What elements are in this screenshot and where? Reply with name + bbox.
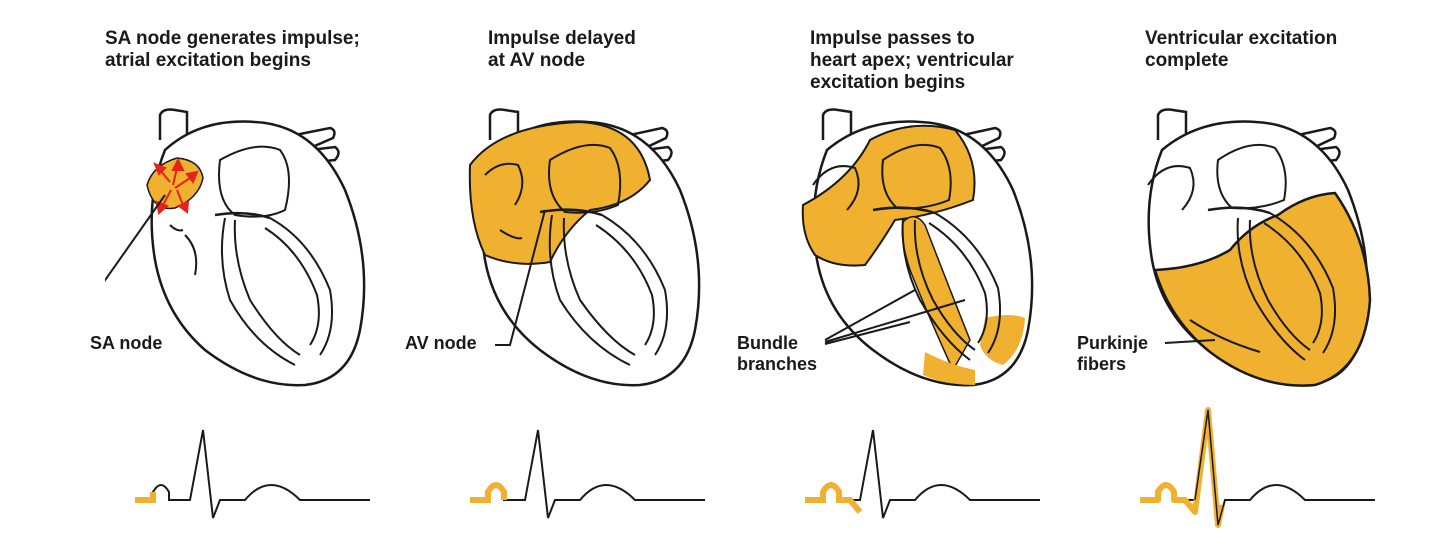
ecg-trace xyxy=(1140,407,1375,528)
excitation-region xyxy=(801,124,976,267)
heart-diagram xyxy=(1140,108,1375,528)
panel-caption: Impulse passes to heart apex; ventricula… xyxy=(810,28,1014,93)
panel-caption: SA node generates impulse; atrial excita… xyxy=(105,28,360,71)
structure-label: SA node xyxy=(90,333,163,353)
excitation-region xyxy=(923,352,975,385)
ecg-highlight xyxy=(470,482,507,503)
panel-caption: Ventricular excitation complete xyxy=(1145,28,1338,71)
heart-diagram xyxy=(801,108,1040,519)
heart-diagram xyxy=(105,108,370,519)
panel-sa-node: SA node generates impulse; atrial excita… xyxy=(90,0,445,535)
panel-av-node: Impulse delayed at AV node AV node xyxy=(405,0,780,535)
heart-diagram xyxy=(468,108,705,519)
panel-caption: Impulse delayed at AV node xyxy=(488,28,636,71)
panel-purkinje-fibers: Ventricular excitation complete Purkinje… xyxy=(1077,0,1440,535)
ecg-highlight xyxy=(805,482,863,514)
excitation-region xyxy=(901,216,971,372)
structure-label: Bundle branches xyxy=(737,333,818,374)
excitation-region xyxy=(468,120,652,265)
impulse-arrow-icon xyxy=(153,157,199,215)
panel-bundle-branches: Impulse passes to heart apex; ventricula… xyxy=(737,0,1115,535)
ecg-trace xyxy=(805,429,1040,519)
ecg-trace xyxy=(135,429,370,519)
excitation-region xyxy=(980,315,1025,365)
structure-label: Purkinje fibers xyxy=(1077,333,1149,374)
ecg-highlight xyxy=(135,492,156,503)
structure-label: AV node xyxy=(405,333,477,353)
ecg-highlight xyxy=(1140,407,1225,528)
ecg-trace xyxy=(470,429,705,519)
